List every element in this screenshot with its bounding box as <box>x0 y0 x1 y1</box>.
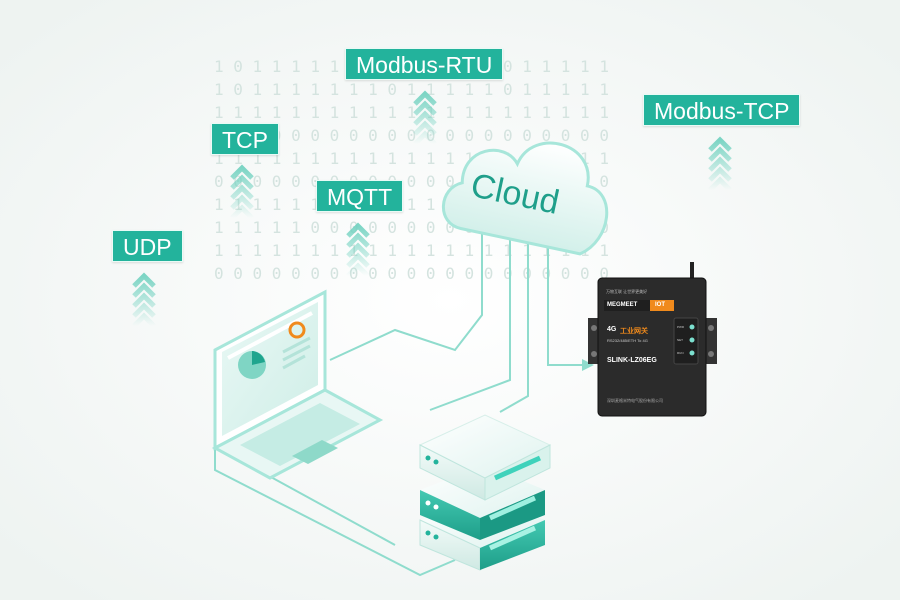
led-label-pwr: PWR <box>677 325 684 329</box>
gateway-brand: MEGMEET <box>607 302 638 308</box>
chevron-up-stack-icon <box>708 136 732 192</box>
link-laptop-cloud <box>329 212 483 361</box>
link-cloud-gateway <box>547 238 588 366</box>
led-label-run: RUN <box>677 351 684 355</box>
chevron-up-stack-icon <box>230 164 254 220</box>
protocol-badge-mqtt: MQTT <box>316 180 404 212</box>
4g-gateway-device <box>588 262 717 417</box>
binary-row: 0 0 0 0 0 0 0 0 0 0 0 0 0 0 0 0 0 0 0 0 … <box>214 264 609 283</box>
gateway-brand-suffix: IOT <box>655 302 665 308</box>
gateway-model: SLINK-LZ06EG <box>607 357 657 364</box>
protocol-badge-udp: UDP <box>112 230 183 262</box>
donut-chart-icon <box>288 321 306 339</box>
chevron-up-stack-icon <box>132 272 156 328</box>
chevron-up-stack-icon <box>346 222 370 278</box>
link-server-cloud-2 <box>499 236 529 413</box>
led-run <box>689 350 695 356</box>
protocol-badge-modbus-tcp: Modbus-TCP <box>643 94 801 126</box>
led-label-net: NET <box>677 338 683 342</box>
laptop-icon <box>211 289 384 480</box>
gateway-title-prefix: 4G <box>607 326 617 333</box>
protocol-badge-modbus-rtu: Modbus-RTU <box>345 48 504 80</box>
binary-row: 1 0 1 1 1 1 1 1 1 0 1 1 1 1 1 0 1 1 1 1 … <box>214 80 609 99</box>
gateway-slogan: 万物互联 让世界更美好 <box>606 289 648 294</box>
gateway-title: 工业网关 <box>620 328 648 335</box>
server-stack-icon <box>418 414 552 571</box>
cloud-icon: Cloud <box>441 141 609 256</box>
led-pwr <box>689 324 695 330</box>
binary-row: 1 1 1 1 1 1 1 1 1 1 1 1 1 1 1 1 1 1 1 1 … <box>214 103 609 122</box>
connection-lines <box>214 212 588 577</box>
binary-row: 0 0 0 0 0 0 0 0 0 0 0 0 0 0 0 0 0 0 0 0 … <box>214 126 609 145</box>
led-net <box>689 337 695 343</box>
gateway-company: 深圳麦格米特电气股份有限公司 <box>607 398 663 403</box>
gateway-spec: RS232/485/ETH To 4G <box>607 338 648 343</box>
link-server-cloud <box>429 232 511 411</box>
arrow-right-icon <box>582 359 594 371</box>
chevron-up-stack-icon <box>413 90 437 146</box>
protocol-badge-tcp: TCP <box>211 123 279 155</box>
link-laptop-server <box>214 440 456 577</box>
